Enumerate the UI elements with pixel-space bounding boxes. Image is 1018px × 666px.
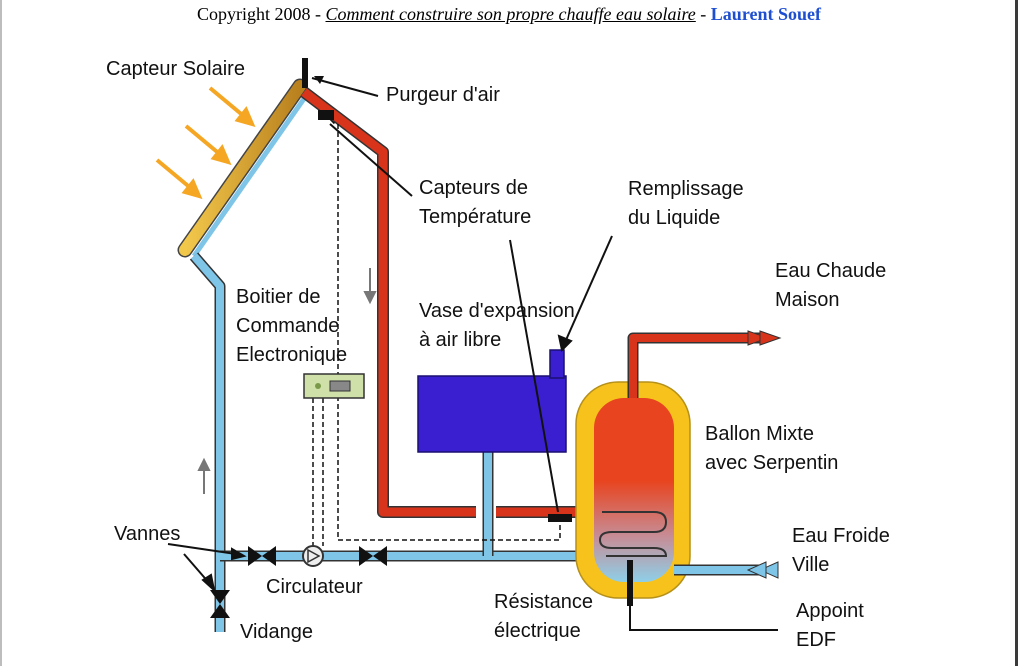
air-purger [302, 58, 379, 97]
right-frame [1015, 0, 1018, 666]
header-author: Laurent Souef [710, 4, 821, 24]
label-air-purger: Purgeur d'air [386, 84, 500, 106]
solar-collector [177, 78, 339, 258]
label-temperature-sensors-1: Capteurs de [419, 177, 528, 199]
sun-ray-arrow-icon [155, 158, 203, 200]
label-circulator: Circulateur [266, 576, 363, 598]
label-control-box-2: Commande [236, 315, 340, 337]
label-hot-water-1: Eau Chaude [775, 260, 887, 282]
label-edf-backup-2: EDF [796, 629, 836, 651]
control-box [303, 373, 365, 399]
label-cold-water-2: Ville [792, 554, 830, 576]
label-storage-tank-2: avec Serpentin [705, 452, 839, 474]
flow-arrow-icon [747, 330, 782, 346]
hot-water-outlet [627, 332, 760, 398]
label-liquid-fill-1: Remplissage [628, 178, 744, 200]
label-drain: Vidange [240, 621, 314, 643]
bowtie-valve-icon [210, 590, 230, 618]
label-temperature-sensors-2: Température [419, 206, 532, 228]
label-solar-collector: Capteur Solaire [106, 58, 245, 80]
label-resistance-2: électrique [494, 620, 581, 642]
label-control-box-1: Boitier de [236, 286, 321, 308]
flow-arrow-icon [363, 268, 377, 305]
heat-exchanger-coil [598, 511, 668, 557]
label-edf-backup-1: Appoint [796, 600, 864, 622]
label-valves: Vannes [114, 523, 181, 545]
label-cold-water-1: Eau Froide [792, 525, 890, 547]
flow-arrow-icon [746, 561, 779, 579]
label-hot-water-2: Maison [775, 289, 840, 311]
temperature-sensors [318, 110, 572, 522]
header-separator: - [695, 4, 711, 24]
sun-rays [155, 86, 256, 200]
left-frame [0, 0, 2, 666]
label-expansion-vessel-1: Vase d'expansion [419, 300, 575, 322]
header-title-link[interactable]: Comment construire son propre chauffe ea… [325, 4, 696, 24]
label-pointers [167, 235, 613, 593]
circulator-pump-icon [302, 545, 324, 567]
bowtie-valve-icon [359, 546, 387, 566]
cold-pipe [189, 252, 606, 632]
label-liquid-fill-2: du Liquide [628, 207, 721, 229]
label-expansion-vessel-2: à air libre [419, 329, 502, 351]
copyright-header: Copyright 2008 - Comment construire son … [0, 4, 1018, 25]
flow-arrow-icon [197, 457, 211, 494]
header-prefix: Copyright 2008 - [197, 4, 326, 24]
sun-ray-arrow-icon [184, 124, 232, 166]
bowtie-valve-icon [248, 546, 276, 566]
sun-ray-arrow-icon [208, 86, 256, 128]
sensor-wiring [312, 124, 561, 546]
label-control-box-3: Electronique [236, 344, 348, 366]
electric-resistance [627, 560, 778, 631]
label-resistance-1: Résistance [494, 591, 593, 613]
label-storage-tank-1: Ballon Mixte [705, 423, 814, 445]
